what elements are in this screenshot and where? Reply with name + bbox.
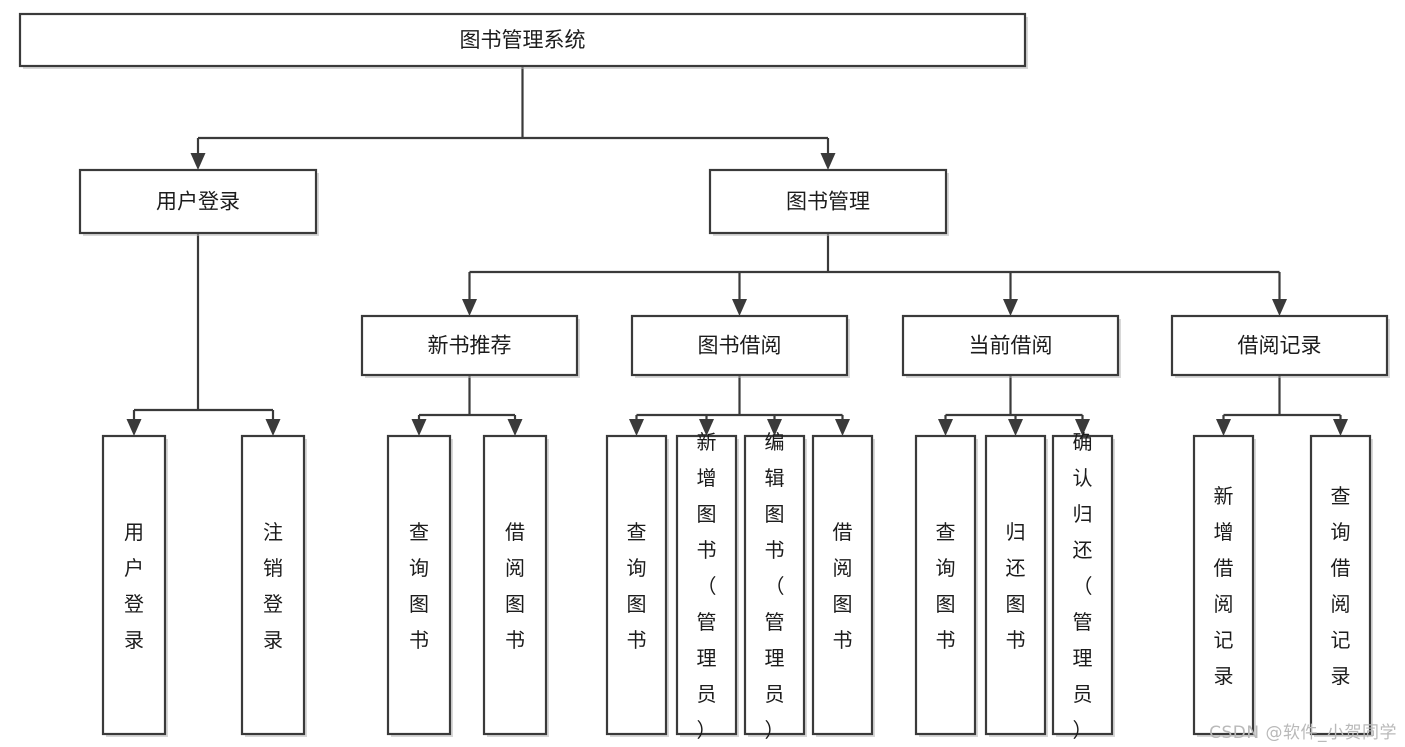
node-label: 图书借阅 xyxy=(698,334,782,358)
node-rect[interactable] xyxy=(743,434,806,736)
node-leaf-borrow-book[interactable]: 借阅图书 xyxy=(811,434,875,737)
arrow-head-icon xyxy=(938,419,953,436)
node-rect[interactable] xyxy=(1192,434,1255,736)
node-leaf-user-login[interactable]: 用户登录 xyxy=(101,434,168,737)
arrow-head-icon xyxy=(507,419,523,436)
node-leaf-confirm-return-admin[interactable]: 确认归还（管理员） xyxy=(1051,430,1115,742)
node-borrow-record[interactable]: 借阅记录 xyxy=(1170,314,1390,378)
arrow-head-icon xyxy=(1333,419,1348,436)
node-rect[interactable] xyxy=(675,434,738,736)
node-label: 查询借阅记录 xyxy=(1331,484,1351,688)
arrow-head-icon xyxy=(1008,419,1023,436)
node-leaf-return-book[interactable]: 归还图书 xyxy=(984,434,1048,737)
node-label: 查询图书 xyxy=(936,520,956,652)
arrow-head-icon xyxy=(190,153,206,170)
node-leaf-logout[interactable]: 注销登录 xyxy=(240,434,307,737)
node-rect[interactable] xyxy=(1051,434,1114,736)
arrow-head-icon xyxy=(699,419,714,436)
node-system[interactable]: 图书管理系统 xyxy=(18,12,1028,69)
node-rect[interactable] xyxy=(360,314,579,377)
node-label: 新增图书（管理员） xyxy=(697,430,717,742)
nodes-layer: 图书管理系统用户登录图书管理新书推荐图书借阅当前借阅借阅记录用户登录注销登录查询… xyxy=(18,12,1390,742)
node-leaf-add-book-admin[interactable]: 新增图书（管理员） xyxy=(675,430,739,742)
node-label: 新书推荐 xyxy=(428,334,512,358)
arrow-head-icon xyxy=(1216,419,1231,436)
node-label: 图书管理 xyxy=(786,190,870,214)
node-label: 查询图书 xyxy=(409,520,429,652)
node-label: 新增借阅记录 xyxy=(1214,484,1234,688)
node-rect[interactable] xyxy=(1309,434,1372,736)
arrow-head-icon xyxy=(629,419,644,436)
arrow-head-icon xyxy=(820,153,836,170)
arrow-head-icon xyxy=(1003,299,1018,316)
arrow-head-icon xyxy=(1075,419,1090,436)
node-rect[interactable] xyxy=(605,434,668,736)
csdn-watermark: CSDN @软件_小贺同学 xyxy=(1209,723,1397,743)
node-rect[interactable] xyxy=(901,314,1120,377)
node-rect[interactable] xyxy=(811,434,874,736)
node-label: 借阅记录 xyxy=(1238,334,1322,358)
arrow-head-icon xyxy=(1272,299,1287,316)
node-leaf-edit-book-admin[interactable]: 编辑图书（管理员） xyxy=(743,430,807,742)
arrow-head-icon xyxy=(126,419,142,436)
node-label: 用户登录 xyxy=(156,190,240,214)
node-leaf-query-book-current[interactable]: 查询图书 xyxy=(914,434,978,737)
node-rect[interactable] xyxy=(386,434,452,736)
node-current-borrow[interactable]: 当前借阅 xyxy=(901,314,1121,378)
node-label: 用户登录 xyxy=(124,520,144,652)
arrow-head-icon xyxy=(835,419,850,436)
node-label: 编辑图书（管理员） xyxy=(765,430,785,742)
node-label: 借阅图书 xyxy=(833,520,853,652)
node-leaf-add-borrow-record[interactable]: 新增借阅记录 xyxy=(1192,434,1256,737)
node-rect[interactable] xyxy=(482,434,548,736)
node-rect[interactable] xyxy=(78,168,318,235)
connectors-layer xyxy=(126,66,1348,436)
node-rect[interactable] xyxy=(630,314,849,377)
node-label: 注销登录 xyxy=(263,520,283,652)
node-rect[interactable] xyxy=(914,434,977,736)
node-leaf-query-book-recommend[interactable]: 查询图书 xyxy=(386,434,453,737)
node-leaf-query-book-borrow[interactable]: 查询图书 xyxy=(605,434,669,737)
arrow-head-icon xyxy=(462,299,477,316)
node-label: 当前借阅 xyxy=(969,334,1053,358)
arrow-head-icon xyxy=(265,419,281,436)
node-label: 图书管理系统 xyxy=(460,28,586,52)
arrow-head-icon xyxy=(767,419,782,436)
node-leaf-query-borrow-record[interactable]: 查询借阅记录 xyxy=(1309,434,1373,737)
node-rect[interactable] xyxy=(1170,314,1389,377)
node-label: 确认归还（管理员） xyxy=(1073,430,1093,742)
node-leaf-borrow-book-recommend[interactable]: 借阅图书 xyxy=(482,434,549,737)
node-user-login[interactable]: 用户登录 xyxy=(78,168,319,236)
node-rect[interactable] xyxy=(708,168,948,235)
node-rect[interactable] xyxy=(240,434,306,736)
node-rect[interactable] xyxy=(984,434,1047,736)
node-book-management[interactable]: 图书管理 xyxy=(708,168,949,236)
node-rect[interactable] xyxy=(18,12,1027,68)
node-label: 借阅图书 xyxy=(505,520,525,652)
node-book-borrow[interactable]: 图书借阅 xyxy=(630,314,850,378)
node-rect[interactable] xyxy=(101,434,167,736)
node-label: 归还图书 xyxy=(1006,520,1026,652)
node-label: 查询图书 xyxy=(627,520,647,652)
arrow-head-icon xyxy=(732,299,747,316)
arrow-head-icon xyxy=(411,419,427,436)
node-new-book-recommend[interactable]: 新书推荐 xyxy=(360,314,580,378)
